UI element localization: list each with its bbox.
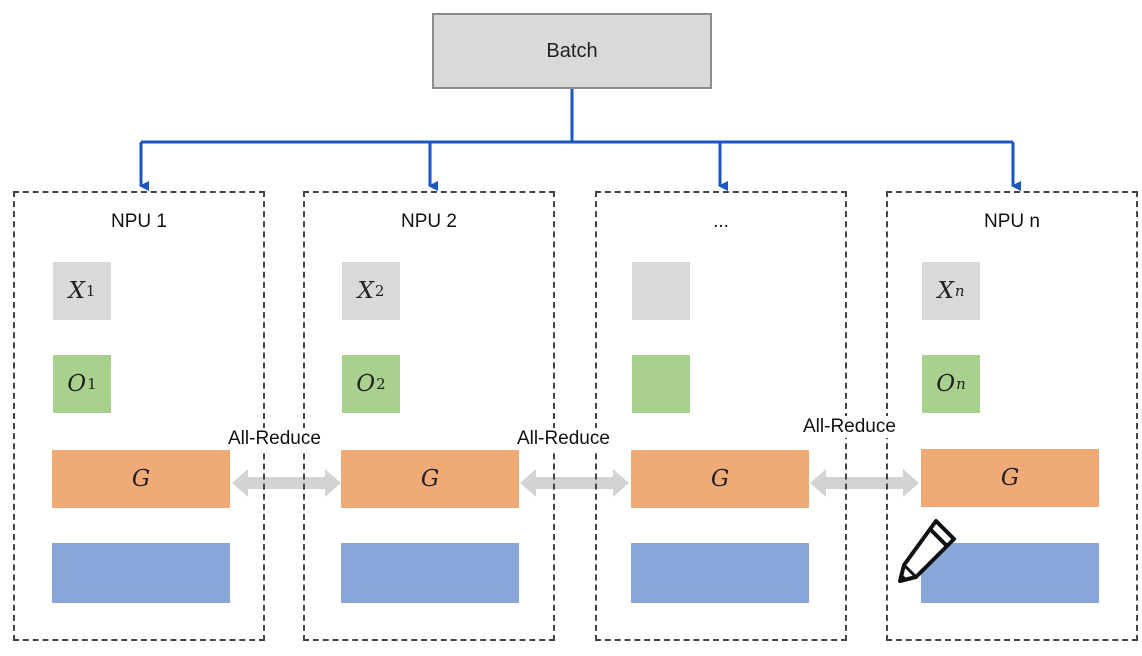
npu-panel-2: NPU 2	[303, 191, 555, 641]
gradient-block: G	[921, 449, 1099, 507]
output-block	[632, 355, 690, 413]
batch-broadcast-arrows	[139, 89, 1021, 191]
weight-block	[52, 543, 230, 603]
all-reduce-label: All-Reduce	[226, 428, 323, 450]
weight-block	[341, 543, 519, 603]
gradient-block: G	[631, 450, 809, 508]
all-reduce-label: All-Reduce	[515, 428, 612, 450]
all-reduce-arrows	[232, 469, 919, 497]
all-reduce-arrow-2	[520, 469, 629, 497]
batch-label: Batch	[546, 39, 598, 62]
all-reduce-label: All-Reduce	[801, 416, 898, 438]
all-reduce-arrow-1	[232, 469, 341, 497]
gradient-block: G	[52, 450, 230, 508]
weight-block	[921, 543, 1099, 603]
input-block	[632, 262, 690, 320]
npu-title: NPU 1	[111, 211, 167, 232]
all-reduce-arrow-3	[810, 469, 919, 497]
npu-title: ...	[713, 211, 729, 232]
npu-panel-1: NPU 1	[13, 191, 265, 641]
pencil-icon[interactable]	[896, 515, 962, 583]
gradient-block: G	[341, 450, 519, 508]
weight-block	[631, 543, 809, 603]
npu-title: NPU 2	[401, 211, 457, 232]
npu-title: NPU n	[984, 211, 1040, 232]
batch-box: Batch	[432, 13, 712, 89]
